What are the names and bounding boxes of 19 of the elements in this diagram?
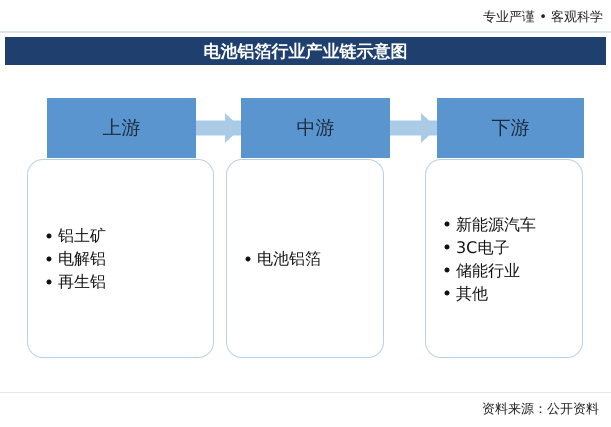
source-note: 资料来源：公开资料 [482, 401, 599, 418]
stage-box: 中游 [241, 98, 390, 158]
list-item: 其他 [456, 282, 488, 304]
title-text: 电池铝箔行业产业链示意图 [204, 40, 408, 62]
list-item: 再生铝 [58, 271, 106, 293]
list-item: 电池铝箔 [257, 248, 321, 270]
arrow [196, 113, 241, 143]
stage-box: 上游 [47, 98, 196, 158]
list-item: 3C电子 [456, 236, 510, 258]
list-box [226, 159, 384, 358]
list-box [27, 159, 214, 358]
list-item: 电解铝 [58, 248, 106, 270]
tagline-text: 专业严谨 • 客观科学 [483, 9, 603, 26]
list-item: 铝土矿 [58, 225, 106, 247]
list-box [425, 159, 583, 358]
list-item: 储能行业 [456, 260, 520, 282]
list-item: 新能源汽车 [456, 214, 536, 236]
stage-box: 下游 [437, 98, 584, 158]
arrow [390, 113, 437, 143]
